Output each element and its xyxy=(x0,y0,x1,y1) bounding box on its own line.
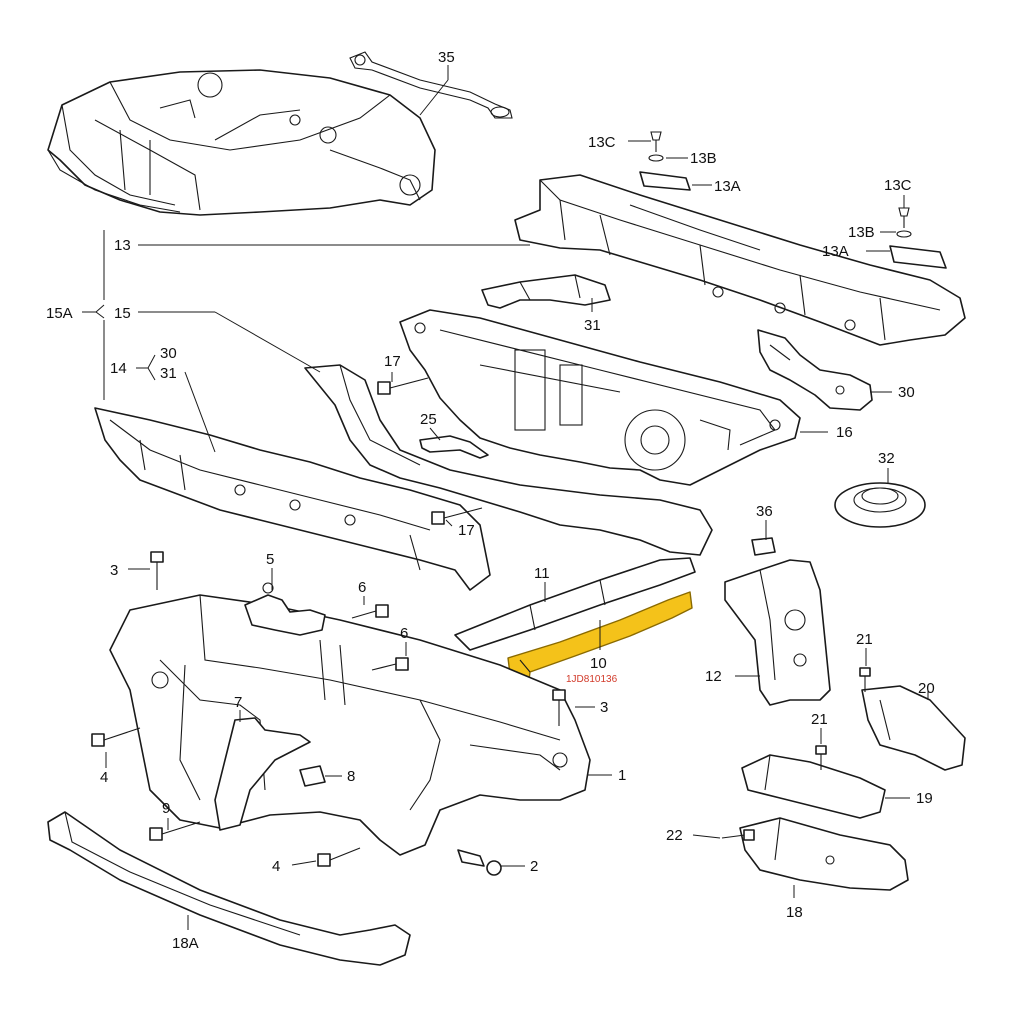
label-13C-left: 13C xyxy=(588,134,616,151)
label-31-left: 31 xyxy=(160,365,177,382)
part-7-center-bracket xyxy=(214,717,311,831)
part-3-bolt-upper xyxy=(150,551,164,590)
label-16: 16 xyxy=(836,424,853,441)
part-6-bolt-upper xyxy=(351,604,389,619)
label-15A: 15A xyxy=(46,305,73,322)
label-30-left: 30 xyxy=(160,345,177,362)
label-25: 25 xyxy=(420,411,437,428)
label-4-left: 4 xyxy=(100,769,108,786)
part-30-bracket xyxy=(757,329,873,411)
part-8-clip xyxy=(299,765,326,787)
part-number-label: 1JD810136 xyxy=(566,674,618,685)
label-9: 9 xyxy=(162,800,170,817)
part-2-pin xyxy=(457,849,502,876)
label-1: 1 xyxy=(618,767,626,784)
part-3-bolt-lower xyxy=(552,689,566,726)
front-body-assembly xyxy=(47,69,436,216)
label-36: 36 xyxy=(756,503,773,520)
label-13C-right: 13C xyxy=(884,177,912,194)
part-12-side-panel xyxy=(724,559,831,706)
label-20: 20 xyxy=(918,680,935,697)
label-10: 10 xyxy=(590,655,607,672)
label-14: 14 xyxy=(110,360,127,377)
part-32-grommet xyxy=(834,482,926,528)
part-9-bolt xyxy=(149,821,201,841)
label-21-upper: 21 xyxy=(856,631,873,648)
part-18A-bumper xyxy=(47,811,411,966)
label-21-lower: 21 xyxy=(811,711,828,728)
label-15: 15 xyxy=(114,305,131,322)
label-35: 35 xyxy=(438,49,455,66)
label-13A-right: 13A xyxy=(822,243,849,260)
part-5-latch xyxy=(244,582,326,636)
part-31-bracket xyxy=(481,274,611,309)
label-12: 12 xyxy=(705,668,722,685)
part-14-trim xyxy=(94,407,491,591)
label-19: 19 xyxy=(916,790,933,807)
part-13-cowl-panel xyxy=(514,174,966,346)
label-6-lower: 6 xyxy=(400,625,408,642)
part-15-insulation xyxy=(304,364,713,556)
part-6-bolt-lower xyxy=(371,657,409,671)
label-22: 22 xyxy=(666,827,683,844)
label-18: 18 xyxy=(786,904,803,921)
fastener-13-right xyxy=(889,207,947,269)
label-17-lower: 17 xyxy=(458,522,475,539)
part-36-bracket xyxy=(751,537,776,556)
label-17-upper: 17 xyxy=(384,353,401,370)
part-20-bracket xyxy=(861,685,966,771)
label-13A-left: 13A xyxy=(714,178,741,195)
label-3-lower: 3 xyxy=(600,699,608,716)
part-17-bolt-upper xyxy=(377,377,429,395)
part-17-bolt-lower xyxy=(431,507,483,525)
part-21-bolt-upper xyxy=(859,667,871,692)
part-35-strap xyxy=(349,51,513,119)
label-6-upper: 6 xyxy=(358,579,366,596)
label-32: 32 xyxy=(878,450,895,467)
label-4-lower: 4 xyxy=(272,858,280,875)
label-13B-left: 13B xyxy=(690,150,717,167)
part-11-rail xyxy=(454,557,696,651)
leader-lines xyxy=(82,65,929,930)
part-25-clip xyxy=(419,435,489,459)
fastener-13-left xyxy=(639,131,691,191)
label-18A: 18A xyxy=(172,935,199,952)
callout-labels: 35 13C 13B 13A 13C 13B 13A 13 15A 15 14 … xyxy=(46,49,935,952)
part-22-bolt xyxy=(721,829,755,841)
label-8: 8 xyxy=(347,768,355,785)
label-11: 11 xyxy=(534,565,550,582)
part-18-tray xyxy=(739,817,909,891)
label-30-right: 30 xyxy=(898,384,915,401)
label-3-upper: 3 xyxy=(110,562,118,579)
part-4-bolt-lower xyxy=(317,847,361,867)
part-16-bulkhead xyxy=(399,309,801,486)
part-19-tray xyxy=(741,754,886,819)
label-2: 2 xyxy=(530,858,538,875)
label-13B-right: 13B xyxy=(848,224,875,241)
label-13: 13 xyxy=(114,237,131,254)
label-7: 7 xyxy=(234,694,242,711)
label-31-right: 31 xyxy=(584,317,601,334)
part-21-bolt-lower xyxy=(815,745,827,770)
label-5: 5 xyxy=(266,551,274,568)
part-4-bolt-left xyxy=(91,727,141,747)
